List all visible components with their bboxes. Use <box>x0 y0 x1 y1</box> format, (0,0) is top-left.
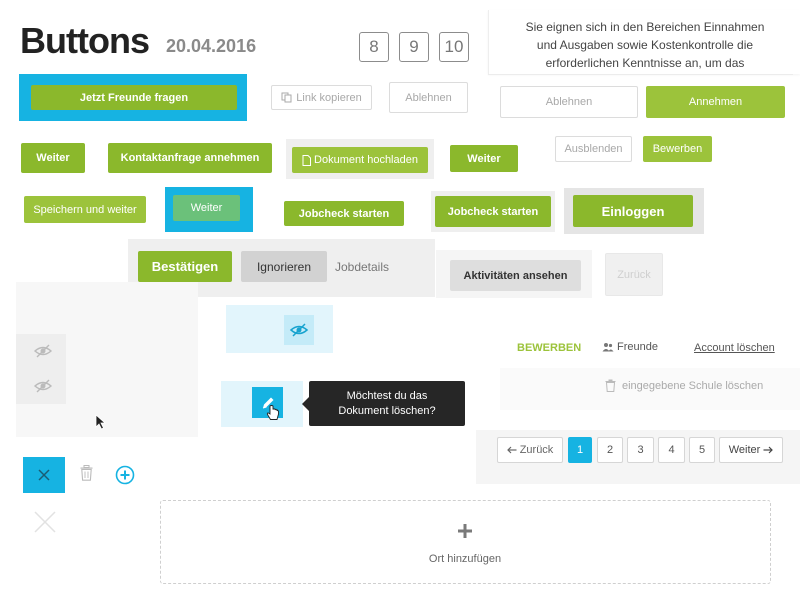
account-loeschen-link[interactable]: Account löschen <box>694 342 775 354</box>
ablehnen-button-2[interactable]: Ablehnen <box>500 86 638 118</box>
ausblenden-button[interactable]: Ausblenden <box>555 136 632 162</box>
bestaetigen-button[interactable]: Bestätigen <box>138 251 232 282</box>
info-text-panel: Sie eignen sich in den Bereichen Einnahm… <box>488 10 800 74</box>
ort-hinzufuegen-dropzone[interactable]: Ort hinzufügen <box>160 500 771 584</box>
tooltip-line-1: Möchtest du das <box>346 390 428 402</box>
annehmen-button[interactable]: Annehmen <box>646 86 785 118</box>
pagination-page-4[interactable]: 4 <box>658 437 685 463</box>
arrow-right-icon <box>763 446 774 454</box>
trash-icon <box>605 379 616 392</box>
dokument-hochladen-button[interactable]: Dokument hochladen <box>292 147 428 173</box>
pagination-page-5[interactable]: 5 <box>689 437 715 463</box>
version-box-10[interactable]: 10 <box>439 32 469 62</box>
pagination-prev-button[interactable]: Zurück <box>497 437 563 463</box>
link-kopieren-label: Link kopieren <box>296 91 362 104</box>
file-icon <box>302 154 312 166</box>
jobcheck-button-2[interactable]: Jobcheck starten <box>435 196 551 227</box>
pagination-prev-label: Zurück <box>519 444 554 456</box>
weiter-button-1[interactable]: Weiter <box>21 143 85 173</box>
eye-highlight-panel <box>226 305 333 353</box>
pagination-next-label: Weiter <box>728 444 761 456</box>
page-date: 20.04.2016 <box>166 36 257 56</box>
einloggen-button[interactable]: Einloggen <box>573 195 693 227</box>
page-title: Buttons <box>20 20 150 61</box>
left-icon-column <box>16 334 66 404</box>
weiter-button-2[interactable]: Weiter <box>450 145 518 172</box>
info-text-line-1: Sie eignen sich in den Bereichen Einnahm… <box>525 20 765 34</box>
pagination-page-2[interactable]: 2 <box>597 437 623 463</box>
ignorieren-button[interactable]: Ignorieren <box>241 251 327 282</box>
panel-divider <box>488 74 793 75</box>
copy-icon <box>281 92 292 103</box>
schule-loeschen-panel <box>500 368 800 410</box>
tooltip-arrow <box>302 397 309 411</box>
cursor-arrow-icon <box>95 414 107 430</box>
freunde-label: Freunde <box>617 341 658 353</box>
users-icon <box>602 342 614 352</box>
pagination-page-3[interactable]: 3 <box>627 437 654 463</box>
jobcheck-button-1[interactable]: Jobcheck starten <box>284 201 404 226</box>
jobdetails-button[interactable]: Jobdetails <box>334 259 390 274</box>
version-box-8[interactable]: 8 <box>359 32 389 62</box>
tooltip-line-2: Dokument löschen? <box>338 405 436 417</box>
freunde-link[interactable]: Freunde <box>602 341 658 353</box>
plus-icon <box>457 523 473 539</box>
eye-slash-icon[interactable] <box>284 315 314 345</box>
arrow-left-icon <box>506 446 517 454</box>
close-icon[interactable] <box>23 457 65 493</box>
aktivitaeten-button[interactable]: Aktivitäten ansehen <box>450 260 581 291</box>
eye-slash-icon[interactable] <box>33 343 53 359</box>
info-text-line-3: erforderlichen Kenntnisse an, um das <box>545 56 745 70</box>
eye-slash-icon[interactable] <box>33 378 53 394</box>
delete-tooltip: Möchtest du das Dokument löschen? <box>309 381 465 426</box>
version-box-9[interactable]: 9 <box>399 32 429 62</box>
schule-loeschen-link[interactable]: eingegebene Schule löschen <box>605 379 763 392</box>
ablehnen-button-1[interactable]: Ablehnen <box>389 82 468 113</box>
plus-circle-icon[interactable] <box>115 465 135 485</box>
speichern-weiter-button[interactable]: Speichern und weiter <box>24 196 146 223</box>
pagination-next-button[interactable]: Weiter <box>719 437 783 463</box>
dokument-hochladen-label: Dokument hochladen <box>314 154 418 166</box>
schule-loeschen-label: eingegebene Schule löschen <box>622 379 764 392</box>
zurueck-disabled-button[interactable]: Zurück <box>605 253 663 296</box>
weiter-button-3[interactable]: Weiter <box>173 195 240 221</box>
hand-cursor-icon <box>266 405 280 421</box>
bewerben-link[interactable]: BEWERBEN <box>517 342 582 354</box>
ort-hinzufuegen-label: Ort hinzufügen <box>428 553 502 565</box>
pagination-page-1[interactable]: 1 <box>568 437 592 463</box>
trash-icon[interactable] <box>80 465 93 481</box>
info-text-line-2: und Ausgaben sowie Kostenkontrolle die <box>536 38 754 52</box>
close-icon[interactable] <box>33 510 57 534</box>
link-kopieren-button[interactable]: Link kopieren <box>271 85 372 110</box>
kontaktanfrage-button[interactable]: Kontaktanfrage annehmen <box>108 143 272 173</box>
jetzt-freunde-button[interactable]: Jetzt Freunde fragen <box>31 85 237 110</box>
bewerben-button[interactable]: Bewerben <box>643 136 712 162</box>
